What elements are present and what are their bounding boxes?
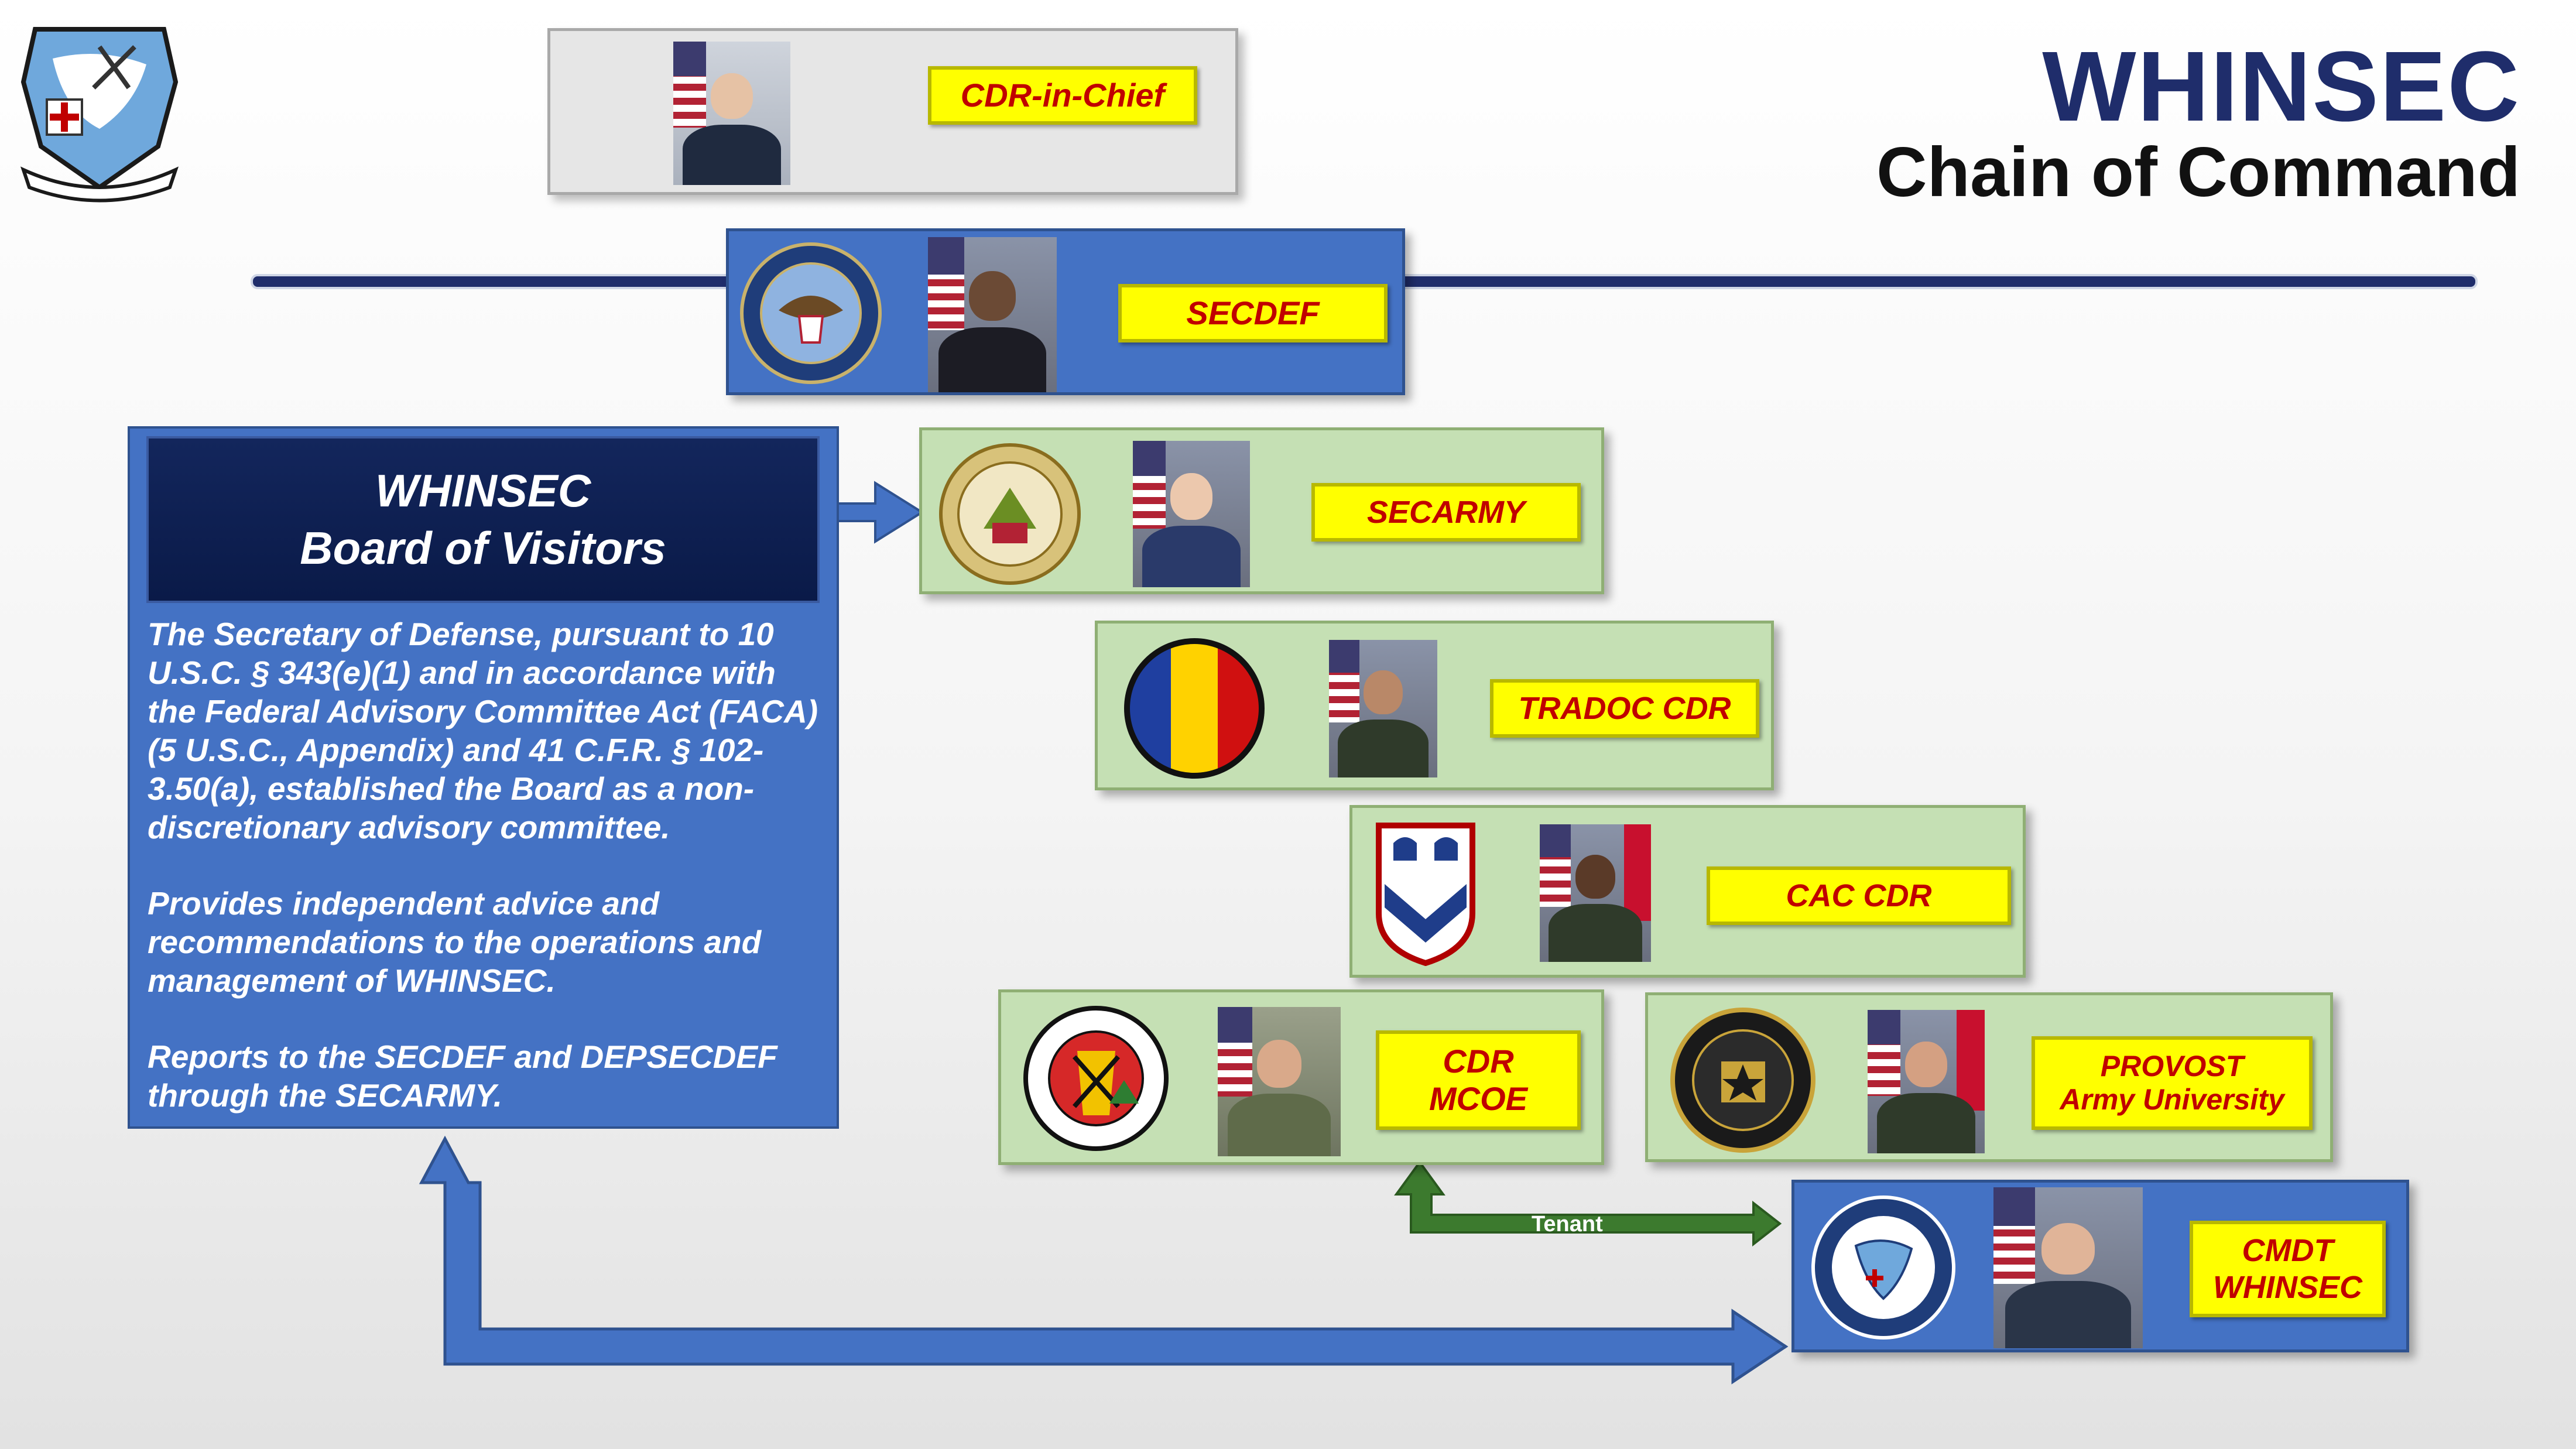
secarmy-label: SECARMY xyxy=(1311,483,1581,542)
army-university-seal-icon xyxy=(1670,1008,1815,1153)
tenant-label: Tenant xyxy=(1532,1212,1603,1236)
page-subtitle: Chain of Command xyxy=(1876,133,2520,211)
tradoc-patch-icon xyxy=(1124,638,1265,779)
dod-seal-icon xyxy=(740,242,882,384)
whinsec-seal-icon xyxy=(1811,1195,1955,1340)
cmdt-label-line2: WHINSEC xyxy=(2213,1269,2362,1305)
cdr-in-chief-photo xyxy=(673,42,790,185)
mcoe-label-line1: CDR xyxy=(1443,1042,1514,1080)
mcoe-label-line2: MCOE xyxy=(1429,1080,1527,1117)
secdef-label: SECDEF xyxy=(1118,284,1388,342)
board-description: The Secretary of Defense, pursuant to 10… xyxy=(148,615,827,1152)
mcoe-photo xyxy=(1218,1007,1341,1156)
mcoe-box: CDR MCOE xyxy=(998,989,1604,1165)
tradoc-box: TRADOC CDR xyxy=(1095,621,1774,790)
cmdt-board-arrow xyxy=(419,1135,1789,1385)
cac-patch-icon xyxy=(1376,823,1475,966)
cdr-in-chief-label: CDR-in-Chief xyxy=(928,66,1197,125)
mcoe-patch-icon xyxy=(1023,1006,1169,1151)
cac-box: CAC CDR xyxy=(1349,805,2026,978)
cmdt-label-line1: CMDT xyxy=(2242,1233,2334,1269)
whinsec-crest-icon xyxy=(20,27,179,203)
tradoc-photo xyxy=(1329,640,1437,777)
board-paragraph: The Secretary of Defense, pursuant to 10… xyxy=(148,616,818,845)
cmdt-label: CMDT WHINSEC xyxy=(2190,1221,2386,1317)
cac-label: CAC CDR xyxy=(1707,866,2011,925)
cdr-in-chief-box: CDR-in-Chief xyxy=(547,28,1238,195)
tradoc-label: TRADOC CDR xyxy=(1490,679,1759,738)
secdef-photo xyxy=(928,237,1057,392)
cac-photo xyxy=(1540,824,1651,962)
tenant-arrow xyxy=(1394,1160,1782,1247)
cmdt-photo xyxy=(1993,1187,2143,1348)
army-seal-icon xyxy=(939,443,1081,585)
secarmy-box: SECARMY xyxy=(919,427,1604,594)
board-paragraph: Provides independent advice and recommen… xyxy=(148,885,762,999)
board-to-secarmy-arrow xyxy=(830,481,924,544)
provost-label: PROVOST Army University xyxy=(2032,1036,2313,1130)
secdef-box: SECDEF xyxy=(726,228,1405,395)
page-title: WHINSEC xyxy=(2042,31,2520,142)
board-paragraph: Reports to the SECDEF and DEPSECDEF thro… xyxy=(148,1039,777,1114)
board-of-visitors-header: WHINSEC Board of Visitors xyxy=(146,436,820,603)
provost-label-line1: PROVOST xyxy=(2100,1049,2244,1083)
secarmy-photo xyxy=(1133,441,1250,587)
provost-photo xyxy=(1868,1010,1985,1153)
cmdt-box: CMDT WHINSEC xyxy=(1791,1180,2409,1352)
mcoe-label: CDR MCOE xyxy=(1376,1030,1581,1130)
board-title-line2: Board of Visitors xyxy=(300,522,666,574)
provost-box: PROVOST Army University xyxy=(1645,992,2333,1162)
board-title-line1: WHINSEC xyxy=(375,465,591,516)
provost-label-line2: Army University xyxy=(2060,1083,2284,1116)
